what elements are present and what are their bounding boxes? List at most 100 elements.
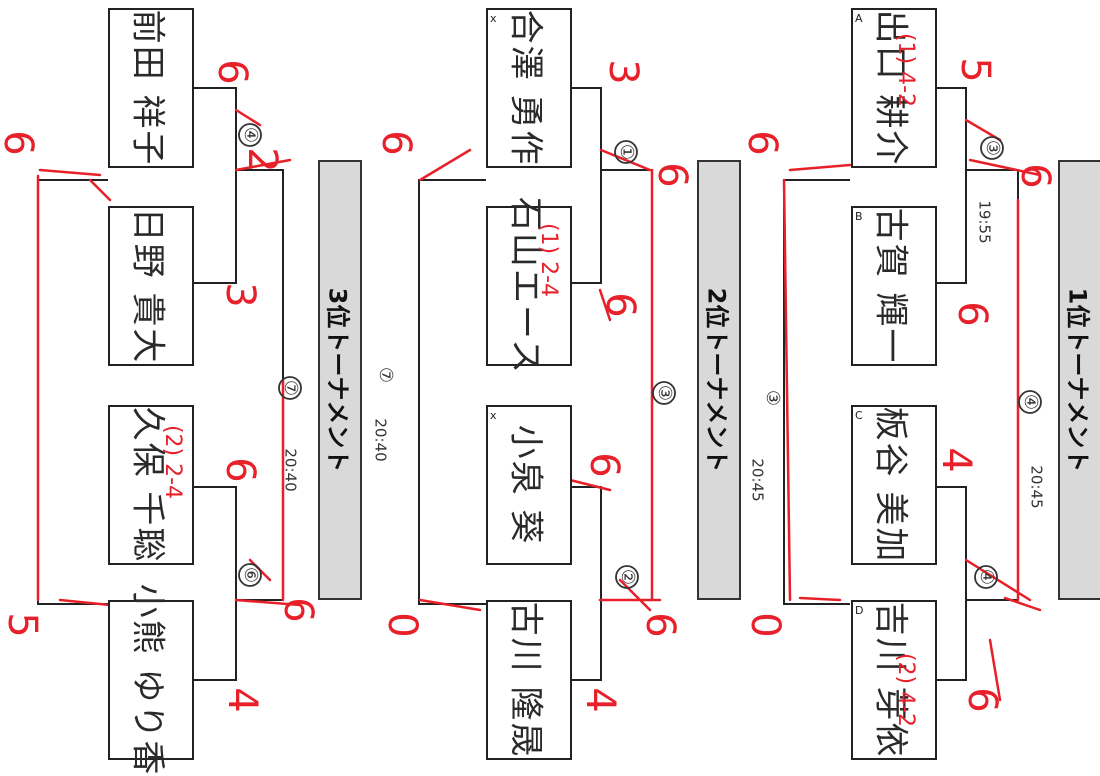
bracket-1-title: 1位トーナメント <box>1063 287 1092 473</box>
match-number: ⑦ <box>375 366 396 384</box>
circle-b2-final <box>652 381 676 405</box>
bracket-1-lines <box>783 87 1019 681</box>
tournament-sheet: 1位トーナメント A 出口 耕介 B 古賀 輝一 C 板谷 美加 D 吉川 芽依… <box>0 8 1100 776</box>
bracket-1-semi2-connector <box>937 486 967 681</box>
score: 2 <box>239 147 285 173</box>
score: 6 <box>373 130 419 156</box>
bracket-time: 20:45 <box>748 458 767 502</box>
bracket-3-final-connector <box>236 169 284 601</box>
score: 5 <box>0 612 45 638</box>
team-slot-label: B <box>855 210 863 223</box>
score: 5 <box>952 57 998 83</box>
bracket-3-outer-line <box>37 179 108 605</box>
team-name: 小泉 葵 <box>505 424 546 546</box>
team-annotation: (1) 2-4 <box>536 222 561 298</box>
bracket-3-title: 3位トーナメント <box>323 287 352 473</box>
bracket-3-title-banner: 3位トーナメント <box>318 160 362 600</box>
match-number: ① <box>616 143 637 161</box>
score: 4 <box>219 687 265 713</box>
match-number: ③ <box>982 139 1003 157</box>
bracket-2-lines <box>418 87 653 681</box>
bracket-3-team-3: 久保 千聡 <box>108 405 194 565</box>
match-time: 20:40 <box>281 448 300 492</box>
bracket-1-semi1-connector <box>937 87 967 284</box>
bracket-3-semi1-connector <box>193 87 237 284</box>
team-name: 小熊 ゆり香 <box>127 583 168 776</box>
bracket-time: 20:40 <box>371 418 390 462</box>
match-number: ③ <box>762 389 783 407</box>
bracket-2-team-2: 石山エース <box>486 197 572 375</box>
bracket-2-title-banner: 2位トーナメント <box>697 160 741 600</box>
bracket-1-team-a: A 出口 耕介 <box>851 8 937 168</box>
bracket-2-final-connector <box>601 169 653 601</box>
bracket-1-title-banner: 1位トーナメント <box>1058 160 1100 600</box>
team-slot-label: x <box>490 12 497 25</box>
team-annotation: (2) 4-2 <box>893 652 918 728</box>
circle-b3-final <box>278 376 302 400</box>
match-time: 19:55 <box>975 200 994 244</box>
bracket-3-team-2: 日野 貴大 <box>108 206 194 366</box>
score: 6 <box>0 130 41 155</box>
team-name: 前田 祥子 <box>127 9 168 167</box>
match-number: ④ <box>240 126 261 144</box>
score: 6 <box>1012 163 1058 189</box>
circle-b1-semi2 <box>974 565 998 589</box>
team-slot-label: C <box>855 409 863 422</box>
circle-b3-semi1 <box>238 123 262 147</box>
circle-b3-semi2 <box>238 563 262 587</box>
team-name: 古賀 輝一 <box>870 207 911 365</box>
score: 6 <box>581 452 627 478</box>
match-number: ③ <box>654 384 675 402</box>
team-slot-label: D <box>855 604 864 617</box>
red-annotation-strokes <box>36 108 1042 702</box>
bracket-2-title: 2位トーナメント <box>702 287 731 473</box>
bracket-1-team-b: B 古賀 輝一 <box>851 206 937 366</box>
score: 6 <box>949 301 995 327</box>
bracket-2-semi2-connector <box>571 486 602 681</box>
bracket-1-team-d: D 吉川 芽依 <box>851 600 937 760</box>
score: 4 <box>577 687 623 713</box>
score: 3 <box>217 282 263 308</box>
score: 6 <box>739 130 785 156</box>
team-slot-label: x <box>490 409 497 422</box>
bracket-lines <box>36 87 1042 702</box>
circle-b2-semi1 <box>614 140 638 164</box>
team-slot-label: A <box>855 12 863 25</box>
score: 4 <box>933 447 979 473</box>
team-name: 日野 貴大 <box>127 207 168 365</box>
bracket-3-team-4: 小熊 ゆり香 <box>108 584 194 776</box>
score: 6 <box>597 292 643 318</box>
score: 0 <box>742 612 788 638</box>
team-name: 合澤 勇作 <box>505 9 546 167</box>
match-number: ② <box>617 568 638 586</box>
match-number: ④ <box>976 568 997 586</box>
circle-b1-semi1 <box>980 136 1004 160</box>
score: 6 <box>275 597 321 623</box>
match-circles <box>238 123 1042 589</box>
bracket-2-semi1-connector <box>571 87 602 284</box>
bracket-3-semi2-connector <box>193 486 237 681</box>
score: 6 <box>649 162 695 188</box>
circle-b2-semi2 <box>615 565 639 589</box>
bracket-1-team-c: C 板谷 美加 <box>851 405 937 565</box>
match-number: ⑦ <box>280 379 301 397</box>
score: 6 <box>637 612 683 638</box>
team-name: 古川 隆晟 <box>505 601 546 759</box>
score: 3 <box>600 59 646 85</box>
score: 6 <box>217 457 263 483</box>
bracket-time: 20:45 <box>1027 465 1046 509</box>
bracket-2-outer-line <box>418 179 486 605</box>
team-annotation: (2) 2-4 <box>160 424 185 500</box>
score: 0 <box>379 612 425 638</box>
score: 6 <box>959 687 1005 713</box>
match-number: ⑥ <box>240 566 261 584</box>
team-name: 板谷 美加 <box>870 406 911 564</box>
circle-b1-final <box>1018 390 1042 414</box>
bracket-2-team-4: 古川 隆晟 <box>486 600 572 760</box>
match-number: ④ <box>1020 393 1041 411</box>
bracket-2-team-1: x 合澤 勇作 <box>486 8 572 168</box>
bracket-1-outer-line <box>783 179 850 605</box>
bracket-3-team-1: 前田 祥子 <box>108 8 194 168</box>
score: 6 <box>209 59 255 85</box>
team-annotation: (1) 4-2 <box>893 32 918 108</box>
